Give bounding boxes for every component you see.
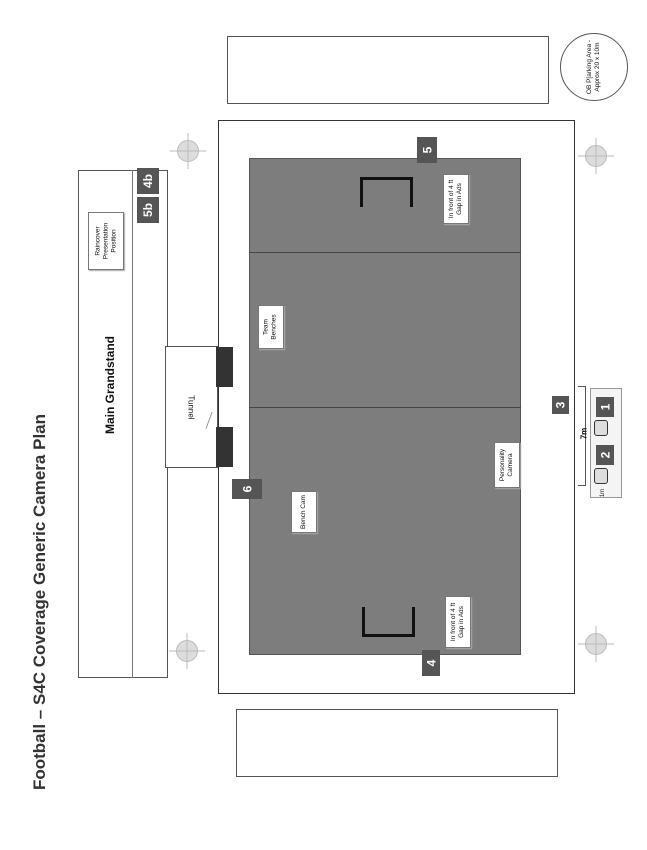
camera-1: 1 xyxy=(596,397,614,417)
floodlight-top-right xyxy=(585,145,607,167)
measurement-small: 1m xyxy=(600,488,606,498)
team-bench-1 xyxy=(216,347,233,387)
team-bench-2 xyxy=(216,427,233,467)
grandstand-inner-line xyxy=(132,170,133,678)
halfway-line xyxy=(249,407,521,408)
goal-bottom xyxy=(362,607,415,637)
pitch-line-upper xyxy=(249,252,521,253)
goal-top xyxy=(360,177,413,207)
camera-5b: 5b xyxy=(137,197,159,223)
camera-4: 4 xyxy=(422,650,440,676)
camera-3: 3 xyxy=(552,396,569,414)
tunnel: Tunnel xyxy=(165,346,218,468)
floodlight-bottom-left xyxy=(176,640,198,662)
grandstand-label: Main Grandstand xyxy=(103,335,118,435)
camera-4b: 4b xyxy=(137,168,159,194)
camera-2-tripod xyxy=(594,468,608,484)
floodlight-top-left xyxy=(177,140,199,162)
pitch xyxy=(249,158,521,655)
position-bracket xyxy=(578,386,586,486)
camera-5: 5 xyxy=(417,137,437,163)
top-blank-box xyxy=(227,36,549,104)
camera-6: 6 xyxy=(232,479,262,499)
bench-cam-callout: Bench Cam xyxy=(291,491,317,533)
gap-ads-bottom-callout: In front of 4 ft Gap in Ads xyxy=(445,596,471,648)
raincover-presentation-callout: Raincover Presentation Position xyxy=(88,212,124,270)
camera-1-tripod xyxy=(594,420,608,436)
team-benches-callout: Team Benches xyxy=(258,305,284,349)
camera-2: 2 xyxy=(596,445,614,465)
personality-camera-callout: Personality Camera xyxy=(494,442,520,488)
page-title-text: Football – S4C Coverage Generic Camera P… xyxy=(30,413,49,791)
floodlight-bottom-right xyxy=(585,633,607,655)
ob-parking-area: OB P[arking Area - Approx 20 x 10m xyxy=(560,33,628,101)
bottom-blank-box xyxy=(236,709,558,777)
gap-ads-top-callout: In front of 4 ft Gap in Ads xyxy=(443,174,469,224)
ob-parking-label: OB P[arking Area - Approx 20 x 10m xyxy=(585,39,601,95)
measurement-7m: 7m xyxy=(579,427,589,439)
